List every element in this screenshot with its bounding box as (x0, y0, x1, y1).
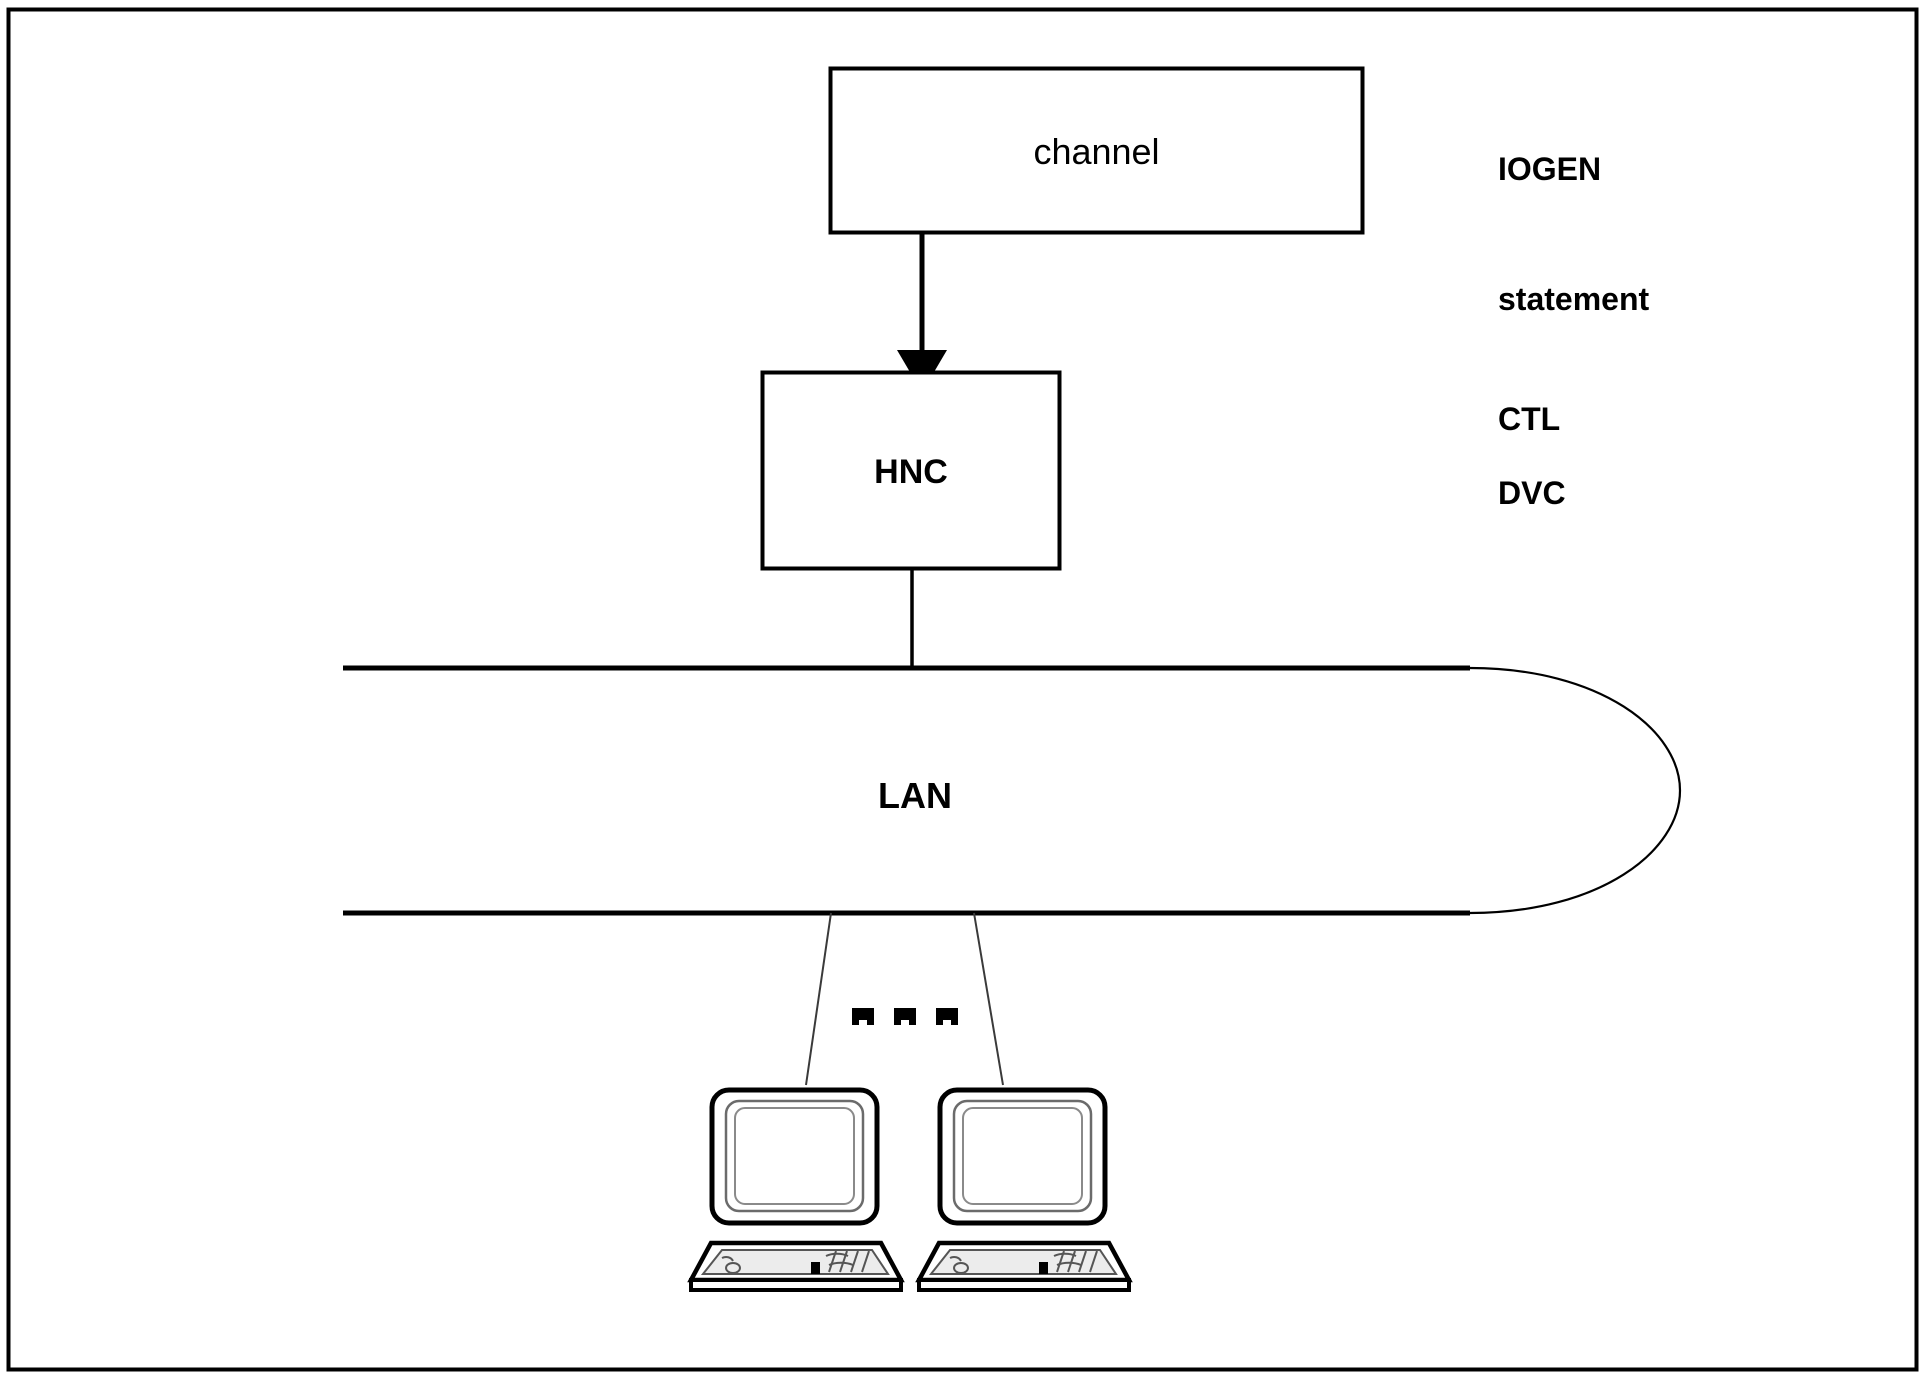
terminal-1-spacebar (811, 1262, 820, 1274)
ellipsis-square-2 (894, 1008, 916, 1025)
channel-box-label: channel (1033, 131, 1160, 172)
ellipsis-square-1 (852, 1008, 874, 1025)
terminal-1-keyboard-base (689, 1278, 903, 1292)
terminal-2[interactable] (915, 1087, 1133, 1292)
terminal-1-keyboard-face (700, 1249, 890, 1275)
annotation-iogen-statement: IOGEN statement (1498, 62, 1649, 408)
terminal-1[interactable] (687, 1087, 905, 1292)
channel-box[interactable] (828, 66, 1365, 235)
lan-bus-right-cap (1469, 666, 1682, 915)
terminal-1-key-dot (725, 1262, 741, 1274)
annotation-ctl: CTL (1498, 401, 1561, 437)
terminal-ellipsis (852, 1008, 958, 1025)
terminal-2-key-dot (953, 1262, 969, 1274)
terminal-2-screen (962, 1107, 1083, 1205)
annotation-iogen-line1: IOGEN (1498, 151, 1602, 188)
ellipsis-square-3 (936, 1008, 958, 1025)
connector-lan-to-terminal-2 (973, 912, 1004, 1086)
terminal-1-screen (734, 1107, 855, 1205)
terminal-2-key-hatching (1053, 1250, 1098, 1273)
terminal-1-key-hatching (825, 1250, 870, 1273)
lan-bus-label: LAN (878, 775, 952, 816)
terminal-1-key-curve (721, 1256, 734, 1262)
hnc-box-label: HNC (874, 453, 948, 491)
terminal-2-keyboard-face (928, 1249, 1118, 1275)
terminal-2-keyboard-base (917, 1278, 1131, 1292)
connector-lan-to-terminal-1 (805, 912, 832, 1086)
terminal-2-key-curve (949, 1256, 962, 1262)
annotation-dvc: DVC (1498, 475, 1566, 511)
annotation-iogen-line2: statement (1498, 280, 1650, 317)
terminal-2-spacebar (1039, 1262, 1048, 1274)
